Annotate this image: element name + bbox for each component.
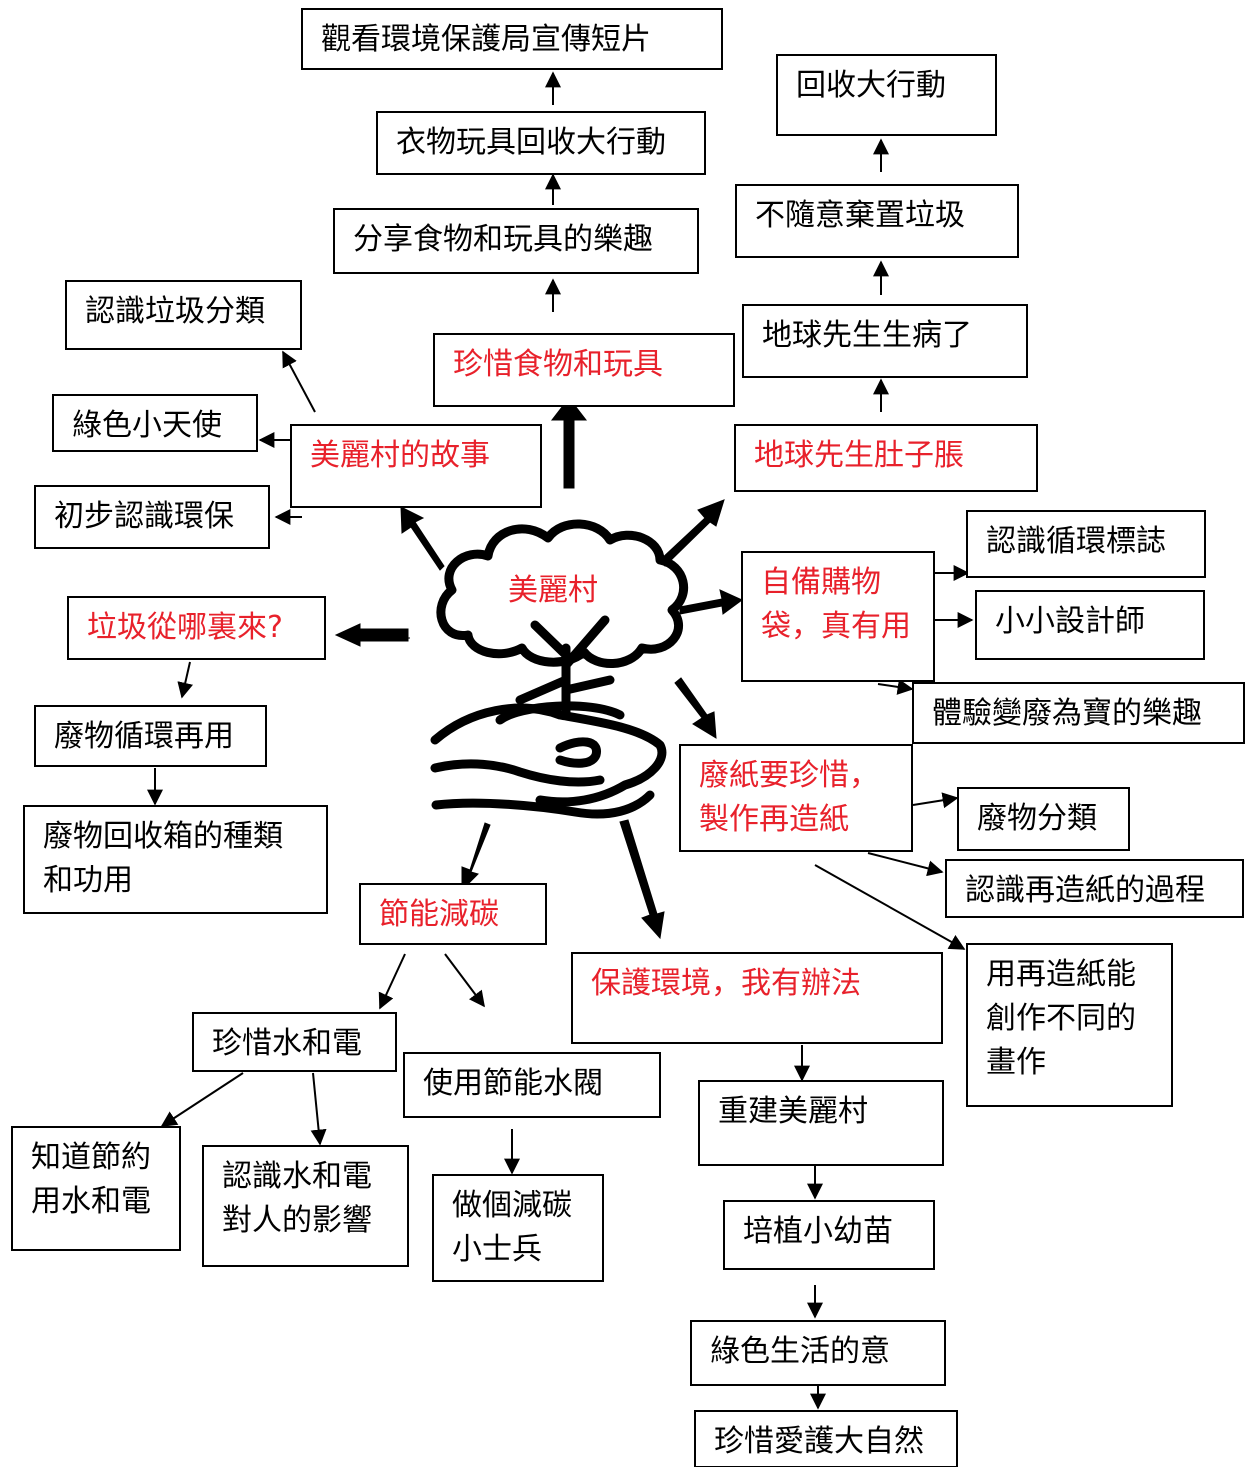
node-bag: 自備購物袋，真有用 [741, 551, 935, 682]
node-story: 美麗村的故事 [290, 424, 542, 508]
node-cherish-c2: 衣物玩具回收大行動 [376, 111, 706, 175]
node-protect: 保護環境，我有辦法 [571, 952, 943, 1044]
node-paper-c1: 廢物分類 [957, 787, 1130, 851]
node-cherish-c1: 分享食物和玩具的樂趣 [333, 208, 699, 274]
node-paper-c3: 用再造紙能創作不同的畫作 [966, 943, 1173, 1107]
node-protect-c1: 重建美麗村 [698, 1080, 944, 1166]
node-story-c3: 初步認識環保 [34, 485, 270, 549]
thick-arrows [334, 397, 743, 940]
node-protect-c4: 珍惜愛護大自然 [694, 1410, 958, 1467]
node-bag-c3: 體驗變廢為寶的樂趣 [912, 682, 1245, 744]
center-topic: 美麗村 [508, 573, 598, 608]
node-protect-c2: 培植小幼苗 [723, 1200, 935, 1270]
node-protect-c3: 綠色生活的意 [690, 1320, 946, 1386]
node-story-c1: 認識垃圾分類 [65, 280, 302, 350]
node-cherish: 珍惜食物和玩具 [433, 333, 735, 407]
node-earth: 地球先生肚子脹 [734, 424, 1038, 492]
node-energy-c2: 使用節能水閥 [403, 1052, 661, 1118]
node-rubbish-c2: 廢物回收箱的種類和功用 [23, 805, 328, 914]
node-rubbish: 垃圾從哪裏來? [67, 596, 326, 660]
node-energy-c1b: 認識水和電對人的影響 [202, 1145, 409, 1267]
node-energy-c1a: 知道節約用水和電 [11, 1126, 181, 1251]
node-energy-c1: 珍惜水和電 [192, 1012, 397, 1072]
node-paper-c2: 認識再造紙的過程 [945, 859, 1244, 918]
node-earth-c1: 地球先生生病了 [742, 304, 1028, 378]
node-paper: 廢紙要珍惜，製作再造紙 [679, 744, 913, 852]
node-energy: 節能減碳 [359, 883, 547, 945]
node-energy-c2a: 做個減碳小士兵 [432, 1174, 604, 1282]
node-earth-c3: 回收大行動 [776, 54, 997, 136]
node-story-c2: 綠色小天使 [52, 394, 258, 452]
node-cherish-c3: 觀看環境保護局宣傳短片 [301, 8, 723, 70]
node-earth-c2: 不隨意棄置垃圾 [735, 184, 1019, 258]
node-bag-c1: 認識循環標誌 [966, 510, 1206, 578]
node-bag-c2: 小小設計師 [975, 590, 1205, 660]
node-rubbish-c1: 廢物循環再用 [34, 705, 267, 767]
